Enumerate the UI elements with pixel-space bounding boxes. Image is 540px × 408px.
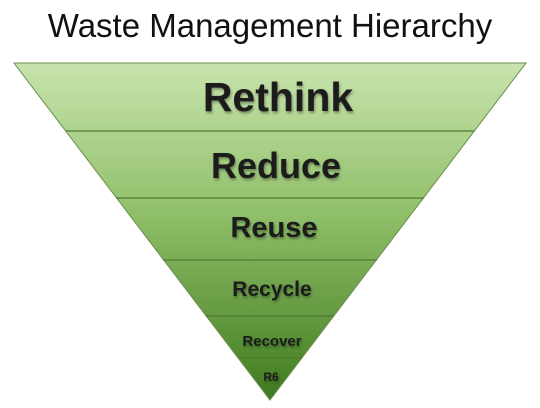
level-label-recycle: Recycle xyxy=(232,278,311,301)
level-label-reduce: Reduce xyxy=(211,145,341,186)
level-label-recover: Recover xyxy=(242,333,301,350)
pyramid-body xyxy=(12,62,528,401)
level-label-reuse: Reuse xyxy=(230,212,317,244)
level-label-rethink: Rethink xyxy=(203,74,354,120)
level-label-r6: R6 xyxy=(263,370,279,384)
diagram-title: Waste Management Hierarchy xyxy=(47,7,493,44)
